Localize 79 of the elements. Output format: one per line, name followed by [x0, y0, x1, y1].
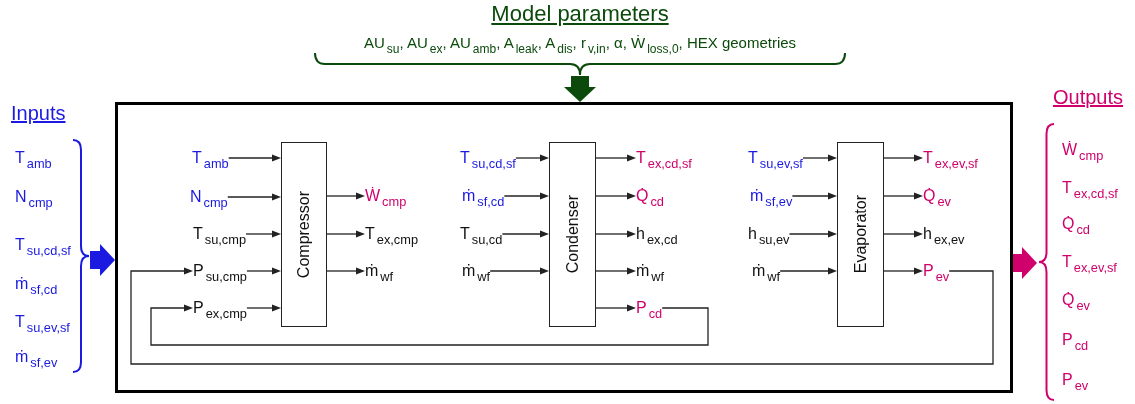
variable-label: Ẇ$_{cmp}$: [365, 181, 407, 211]
variable-label: Q̇$_{ev}$: [923, 181, 951, 211]
block-arrow: [1013, 247, 1037, 279]
variable-label: P$_{ev}$: [923, 256, 950, 286]
parameter-label: T$_{ex,ev,sf}$: [1062, 252, 1117, 276]
variable-label: ṁ$_{sf,ev}$: [750, 181, 793, 211]
arrow: [326, 267, 365, 275]
arrow: [883, 154, 923, 162]
variable-label: T$_{ex,ev,sf}$: [923, 143, 978, 173]
arrow: [130, 267, 994, 365]
variable-label: ṁ$_{sf,cd}$: [462, 181, 505, 211]
parameter-label: T$_{ex,cd,sf}$: [1062, 178, 1118, 202]
arrow: [802, 154, 837, 162]
arrow: [791, 192, 837, 200]
parameter-label: P$_{ev}$: [1062, 370, 1089, 394]
component-label: Condenser: [563, 195, 582, 274]
arrow: [227, 193, 281, 201]
variable-label: Q̇$_{cd}$: [636, 181, 664, 211]
heading: Inputs: [11, 101, 66, 126]
arrow: [246, 267, 281, 275]
arrow: [501, 230, 549, 238]
parameter-label: Q̇$_{cd}$: [1062, 214, 1090, 238]
parameter-label: T$_{su,ev,sf}$: [15, 312, 70, 336]
arrow: [326, 230, 365, 238]
arrow: [245, 230, 281, 238]
variable-label: T$_{su,cd}$: [460, 219, 503, 249]
component-box: [549, 142, 596, 327]
variable-label: ṁ$_{wf}$: [462, 256, 491, 286]
block-arrow: [564, 76, 596, 102]
parameter-label: N$_{cmp}$: [15, 187, 53, 211]
component-box: [837, 142, 884, 327]
variable-label: ṁ$_{wf}$: [752, 256, 781, 286]
variable-label: h$_{ex,cd}$: [636, 219, 678, 249]
variable-label: P$_{cd}$: [636, 293, 663, 323]
arrow: [246, 304, 281, 312]
arrow: [150, 304, 709, 346]
variable-label: h$_{ex,ev}$: [923, 219, 965, 249]
arrow: [503, 192, 549, 200]
parameter-label: ṁ$_{sf,ev}$: [15, 347, 58, 371]
arrow: [515, 154, 549, 162]
arrow: [883, 192, 923, 200]
variable-label: T$_{su,ev,sf}$: [748, 143, 803, 173]
parameter-label: Q̇$_{ev}$: [1062, 290, 1090, 314]
frame-box: [115, 102, 1013, 393]
parameter-label: P$_{cd}$: [1062, 330, 1089, 354]
variable-label: T$_{su,cd,sf}$: [460, 143, 516, 173]
arrow: [883, 230, 923, 238]
parameter-label: T$_{amb}$: [15, 148, 52, 172]
arrow: [326, 192, 365, 200]
variable-label: T$_{ex,cmp}$: [365, 219, 419, 249]
arrow: [595, 154, 636, 162]
arrow: [595, 230, 636, 238]
arrow: [779, 267, 837, 275]
variable-label: T$_{amb}$: [192, 143, 229, 173]
variable-label: P$_{su,cmp}$: [193, 256, 247, 286]
block-arrow: [90, 244, 115, 276]
parameter-label: T$_{su,cd,sf}$: [15, 235, 71, 259]
arrow: [228, 154, 281, 162]
arrow: [595, 304, 636, 312]
arrow: [883, 267, 923, 275]
component-label: Evaporator: [851, 195, 870, 274]
parameter-label: Ẇ$_{cmp}$: [1062, 140, 1104, 164]
variable-label: ṁ$_{wf}$: [636, 256, 665, 286]
heading: Model parameters: [490, 0, 670, 28]
arrow: [788, 230, 837, 238]
arrow: [489, 267, 549, 275]
variable-label: h$_{su,ev}$: [748, 219, 790, 249]
variable-label: P$_{ex,cmp}$: [193, 293, 247, 323]
variable-label: T$_{su,cmp}$: [193, 219, 247, 249]
variable-label: ṁ$_{wf}$: [365, 256, 394, 286]
variable-label: N$_{cmp}$: [190, 182, 228, 212]
variable-label: T$_{ex,cd,sf}$: [636, 143, 692, 173]
component-label: Compressor: [295, 190, 313, 279]
parameter-label: AU$_{su}$, AU$_{ex}$, AU$_{amb}$, A$_{leak}$, A$_{dis}$, r$_{v,in}$, α, Ẇ$_{loss,0}$, HEX geometries: [362, 33, 798, 57]
component-box: [281, 142, 327, 327]
parameter-label: ṁ$_{sf,cd}$: [15, 274, 58, 298]
heading: Outputs: [1053, 85, 1124, 110]
arrow: [595, 192, 636, 200]
arrow: [595, 267, 636, 275]
